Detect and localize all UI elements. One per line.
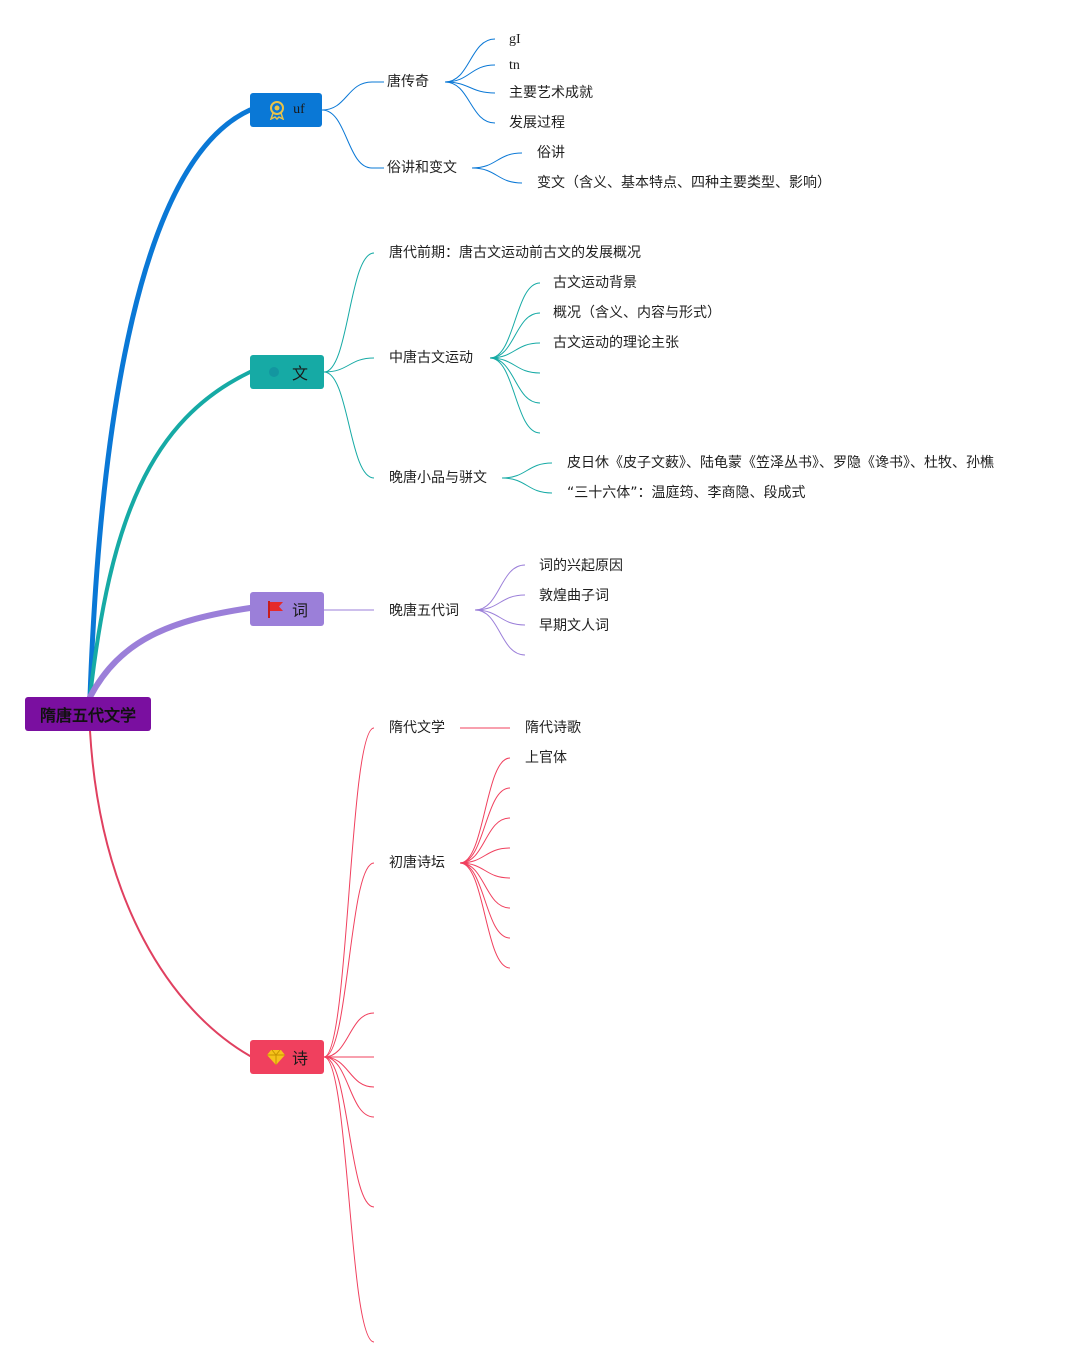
link-wen-1 bbox=[323, 357, 375, 373]
link-guwen-4 bbox=[489, 357, 541, 404]
leaf-ci-origin[interactable]: 词的兴起原因 bbox=[539, 558, 623, 574]
link-wen-0 bbox=[323, 252, 375, 373]
link-shi-1 bbox=[323, 862, 375, 1058]
topic-tang-chuanqi[interactable]: 唐传奇 bbox=[387, 74, 429, 90]
link-chutang-1 bbox=[459, 787, 511, 864]
leaf-dunhuang-ci[interactable]: 敦煌曲子词 bbox=[539, 588, 609, 604]
leaf-shangguan-style[interactable]: 上官体 bbox=[525, 750, 567, 766]
link-chutang-4 bbox=[459, 862, 511, 879]
leaf-sui-poetry[interactable]: 隋代诗歌 bbox=[525, 720, 581, 736]
link-uf-1 bbox=[321, 109, 373, 169]
link-chutang-0 bbox=[459, 757, 511, 864]
leaf-bianwen[interactable]: 变文（含义、基本特点、四种主要类型、影响） bbox=[537, 175, 831, 191]
leaf-guwen-theory[interactable]: 古文运动的理论主张 bbox=[553, 335, 679, 351]
link-late-tang-1 bbox=[501, 477, 553, 494]
branch-node-wen[interactable]: 文 bbox=[250, 355, 324, 389]
link-shi-0 bbox=[323, 727, 375, 1058]
link-guwen-5 bbox=[489, 357, 541, 434]
branch-node-uf[interactable]: uf bbox=[250, 93, 322, 127]
link-chuanqi-3 bbox=[444, 81, 496, 124]
link-sujiang-1 bbox=[471, 167, 523, 184]
root-link-uf bbox=[87, 107, 253, 700]
link-guwen-0 bbox=[489, 282, 541, 359]
topic-late-tang-essays[interactable]: 晚唐小品与骈文 bbox=[389, 470, 487, 486]
link-chutang-5 bbox=[459, 862, 511, 909]
link-ci-leaves-2 bbox=[474, 609, 526, 626]
link-chutang-7 bbox=[459, 862, 511, 969]
link-shi-5 bbox=[323, 1056, 375, 1118]
leaf-guwen-overview[interactable]: 概况（含义、内容与形式） bbox=[553, 305, 721, 321]
topic-sujiang-bianwen[interactable]: 俗讲和变文 bbox=[387, 160, 457, 176]
branch-label-shi: 诗 bbox=[291, 1049, 308, 1068]
link-wen-2 bbox=[323, 371, 375, 479]
leaf-tn[interactable]: tn bbox=[509, 58, 520, 73]
topic-late-tang-ci[interactable]: 晚唐五代词 bbox=[389, 603, 459, 619]
link-chuanqi-1 bbox=[444, 64, 496, 83]
root-node[interactable]: 隋唐五代文学 bbox=[25, 697, 151, 731]
flag-icon bbox=[266, 599, 286, 619]
link-ci-leaves-0 bbox=[474, 564, 526, 611]
root-link-shi bbox=[89, 730, 251, 1057]
link-sujiang-0 bbox=[471, 152, 523, 169]
leaf-artistic-achievement[interactable]: 主要艺术成就 bbox=[509, 85, 593, 101]
branch-label-uf: uf bbox=[293, 102, 305, 117]
link-chutang-6 bbox=[459, 862, 511, 939]
root-label: 隋唐五代文学 bbox=[39, 706, 136, 725]
link-shi-2 bbox=[323, 1012, 375, 1058]
link-shi-7 bbox=[323, 1056, 375, 1343]
link-chuanqi-0 bbox=[444, 38, 496, 83]
link-chutang-2 bbox=[459, 817, 511, 864]
branch-node-ci[interactable]: 词 bbox=[250, 592, 324, 626]
link-ci-leaves-3 bbox=[474, 609, 526, 656]
branch-label-ci: 词 bbox=[291, 601, 308, 620]
root-link-wen bbox=[88, 370, 252, 699]
leaf-guwen-background[interactable]: 古文运动背景 bbox=[553, 275, 637, 291]
link-late-tang-0 bbox=[501, 462, 553, 479]
link-guwen-3 bbox=[489, 357, 541, 374]
link-guwen-1 bbox=[489, 312, 541, 359]
topic-early-tang-prose[interactable]: 唐代前期：唐古文运动前古文的发展概况 bbox=[389, 245, 641, 261]
shape-icon bbox=[266, 362, 286, 382]
link-shi-4 bbox=[323, 1056, 375, 1088]
leaf-early-literati-ci[interactable]: 早期文人词 bbox=[539, 618, 609, 634]
diamond-icon bbox=[266, 1047, 286, 1067]
branch-node-shi[interactable]: 诗 bbox=[250, 1040, 324, 1074]
branch-label-wen: 文 bbox=[291, 364, 308, 383]
link-chutang-3 bbox=[459, 847, 511, 864]
root-link-ci bbox=[87, 605, 253, 700]
leaf-development[interactable]: 发展过程 bbox=[509, 115, 565, 131]
link-guwen-2 bbox=[489, 342, 541, 359]
leaf-thirty-six-style[interactable]: “三十六体”：温庭筠、李商隐、段成式 bbox=[567, 485, 806, 501]
link-shi-6 bbox=[323, 1056, 375, 1208]
link-uf-0 bbox=[321, 81, 373, 111]
leaf-gi[interactable]: gI bbox=[509, 32, 521, 47]
leaf-sujiang[interactable]: 俗讲 bbox=[537, 145, 565, 161]
link-ci-leaves-1 bbox=[474, 594, 526, 611]
award-ribbon-icon bbox=[267, 100, 287, 120]
topic-mid-tang-guwen[interactable]: 中唐古文运动 bbox=[389, 350, 473, 366]
topic-early-tang-poetry[interactable]: 初唐诗坛 bbox=[389, 855, 445, 871]
leaf-late-tang-authors[interactable]: 皮日休《皮子文薮》、陆龟蒙《笠泽丛书》、罗隐《谗书》、杜牧、孙樵 bbox=[567, 455, 994, 471]
topic-sui-literature[interactable]: 隋代文学 bbox=[389, 720, 445, 736]
